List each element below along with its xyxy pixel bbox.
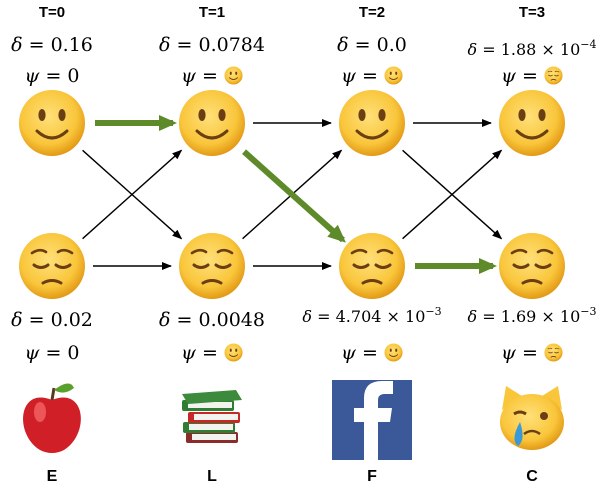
equals-sign: =: [170, 34, 199, 56]
observation-label-t1: L: [207, 468, 217, 485]
equals-sign: =: [195, 342, 224, 364]
psi-happy-icon: [384, 343, 403, 362]
books-icon: [182, 390, 242, 443]
psi-symbol: ψ: [501, 342, 516, 364]
psi-sad-icon: [544, 66, 563, 85]
happy-psi-label-t3: ψ =: [447, 64, 600, 88]
equals-sign: =: [515, 342, 544, 364]
delta-exponent: −3: [580, 305, 597, 318]
psi-happy-icon: [224, 66, 243, 85]
psi-happy-icon: [224, 343, 243, 362]
happy-psi-label-t1: ψ =: [127, 64, 297, 88]
sad-delta-label-t3: δ = 1.69 × 10−3: [447, 300, 600, 329]
equals-sign: =: [195, 65, 224, 87]
delta-value: 0.0: [376, 34, 407, 56]
crying-cat-icon: [500, 386, 564, 450]
time-step-header-t2: T=2: [358, 4, 386, 21]
delta-value: 0.16: [50, 34, 93, 56]
equals-sign: =: [348, 34, 377, 56]
delta-symbol: δ: [159, 309, 171, 331]
delta-symbol: δ: [11, 34, 23, 56]
equals-sign: =: [477, 40, 501, 59]
sad-psi-label-t1: ψ =: [127, 341, 297, 365]
equals-sign: =: [22, 34, 51, 56]
time-step-header-t1: T=1: [198, 4, 226, 21]
delta-symbol: δ: [159, 34, 171, 56]
sad-delta-label-t2: δ = 4.704 × 10−3: [287, 300, 457, 329]
sad-psi-label-t0: ψ = 0: [0, 341, 137, 365]
best-path-arrow-t1: [242, 149, 346, 243]
equals-sign: =: [170, 309, 199, 331]
happy-psi-label-t0: ψ = 0: [0, 64, 137, 88]
psi-symbol: ψ: [181, 342, 196, 364]
happy-delta-label-t0: δ = 0.16: [0, 33, 137, 57]
sad-psi-label-t2: ψ =: [287, 341, 457, 365]
delta-exponent: −4: [580, 38, 597, 51]
time-step-header-t3: T=3: [518, 4, 546, 21]
psi-symbol: ψ: [341, 342, 356, 364]
equals-sign: =: [477, 307, 501, 326]
psi-symbol: ψ: [341, 65, 356, 87]
delta-symbol: δ: [337, 34, 349, 56]
equals-sign: =: [355, 65, 384, 87]
transition-arrow-sad-to-happy-t0: [82, 149, 183, 240]
psi-value: 0: [67, 342, 80, 364]
time-step-header-t0: T=0: [38, 4, 66, 21]
equals-sign: =: [39, 342, 68, 364]
happy-state-node-t1: [179, 90, 245, 156]
equals-sign: =: [22, 309, 51, 331]
equals-sign: =: [39, 65, 68, 87]
sad-state-node-t2: [339, 233, 405, 299]
equals-sign: =: [312, 307, 336, 326]
sad-delta-label-t0: δ = 0.02: [0, 308, 137, 332]
sad-state-node-t3: [499, 233, 565, 299]
delta-value: 1.69 × 10: [500, 307, 581, 326]
delta-exponent: −3: [425, 305, 442, 318]
sad-state-node-t1: [179, 233, 245, 299]
psi-value: 0: [67, 65, 80, 87]
delta-value: 0.0048: [198, 309, 265, 331]
delta-symbol: δ: [302, 307, 313, 326]
transition-arrow-sad-to-happy-t2: [402, 149, 503, 240]
facebook-icon: [332, 380, 412, 460]
equals-sign: =: [355, 342, 384, 364]
observation-label-t3: C: [526, 468, 538, 485]
happy-state-node-t0: [19, 90, 85, 156]
happy-state-node-t2: [339, 90, 405, 156]
happy-state-node-t3: [499, 90, 565, 156]
delta-symbol: δ: [467, 40, 478, 59]
psi-happy-icon: [384, 66, 403, 85]
delta-value: 0.0784: [198, 34, 265, 56]
observation-label-t2: F: [367, 468, 377, 485]
sad-state-node-t0: [19, 233, 85, 299]
happy-delta-label-t3: δ = 1.88 × 10−4: [447, 33, 600, 62]
happy-delta-label-t2: δ = 0.0: [287, 33, 457, 57]
happy-delta-label-t1: δ = 0.0784: [127, 33, 297, 57]
psi-symbol: ψ: [24, 65, 40, 87]
psi-symbol: ψ: [501, 65, 516, 87]
happy-psi-label-t2: ψ =: [287, 64, 457, 88]
delta-value: 4.704 × 10: [335, 307, 426, 326]
sad-delta-label-t1: δ = 0.0048: [127, 308, 297, 332]
delta-symbol: δ: [467, 307, 478, 326]
psi-symbol: ψ: [24, 342, 40, 364]
observation-label-t0: E: [46, 468, 58, 485]
psi-symbol: ψ: [181, 65, 196, 87]
delta-value: 0.02: [50, 309, 93, 331]
sad-psi-label-t3: ψ =: [447, 341, 600, 365]
delta-symbol: δ: [11, 309, 23, 331]
equals-sign: =: [515, 65, 544, 87]
delta-value: 1.88 × 10: [500, 40, 581, 59]
psi-sad-icon: [544, 343, 563, 362]
apple-icon: [23, 383, 81, 453]
